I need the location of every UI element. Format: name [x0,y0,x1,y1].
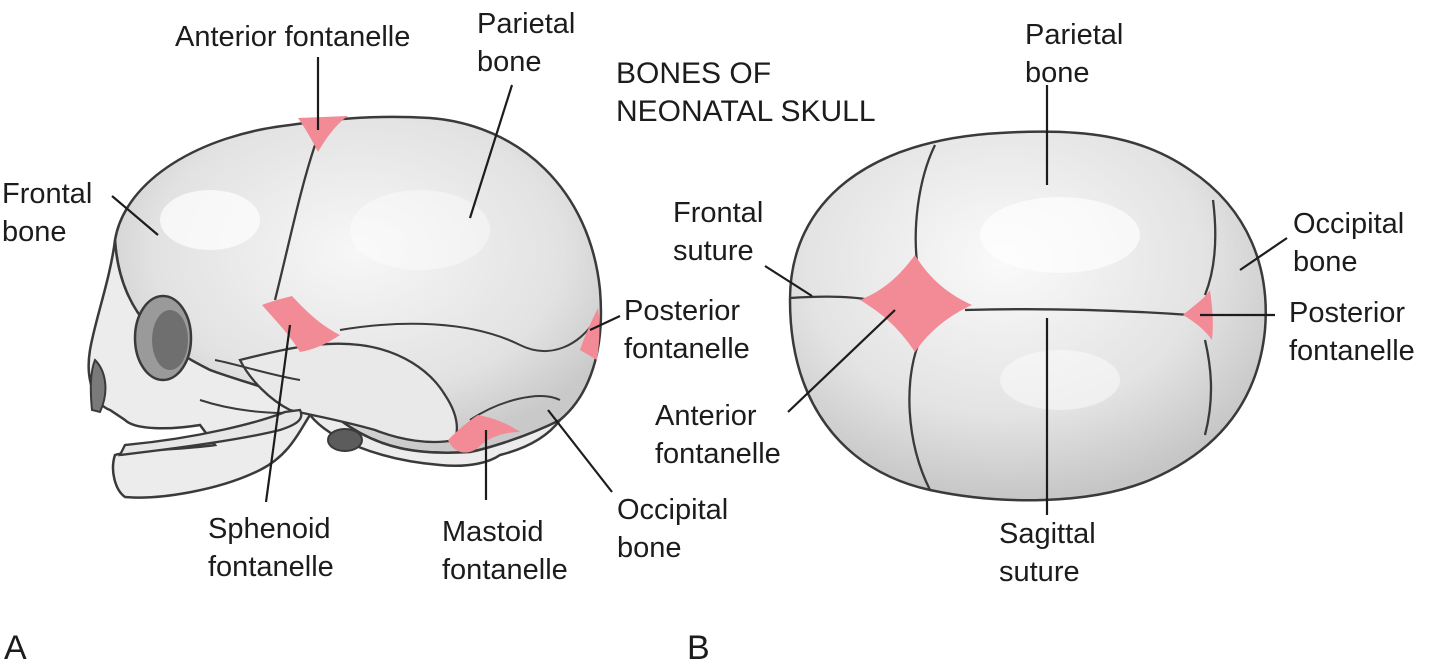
panel-letter-b: B [687,629,710,667]
superior-anterior-fontanelle [860,255,972,352]
ear-canal [327,428,363,452]
label-superior-posterior-fontanelle: Posterior fontanelle [1289,297,1415,367]
superior-skull [788,130,1267,502]
lateral-skull [87,115,603,499]
label-superior-parietal-bone: Parietal bone [1025,19,1124,89]
label-lateral-frontal-bone: Frontal bone [2,178,93,248]
label-lateral-mastoid-fontanelle: Mastoid fontanelle [442,516,568,586]
nasal-cavity [89,358,107,414]
label-lateral-parietal-bone: Parietal bone [477,8,576,78]
title-line-1: BONES OF [616,57,772,90]
lateral-mastoid-fontanelle [448,415,520,453]
label-superior-frontal-suture: Frontal suture [673,197,764,267]
superior-posterior-fontanelle [1183,290,1213,340]
lateral-anterior-fontanelle [298,116,348,152]
mandible [118,408,303,457]
diagram-title: BONES OF NEONATAL SKULL [616,55,876,131]
title-line-2: NEONATAL SKULL [616,95,876,128]
label-lateral-posterior-fontanelle: Posterior fontanelle [624,295,750,365]
label-lateral-sphenoid-fontanelle: Sphenoid fontanelle [208,513,334,583]
label-superior-occipital-bone: Occipital bone [1293,208,1405,278]
label-superior-anterior-fontanelle: Anterior fontanelle [655,400,781,470]
label-lateral-occipital-bone: Occipital bone [617,494,729,564]
label-lateral-anterior-fontanelle: Anterior fontanelle [175,21,411,53]
lateral-sphenoid-fontanelle [262,296,340,352]
leader-lines [111,57,1288,515]
panel-letter-a: A [4,629,27,667]
label-superior-sagittal-suture: Sagittal suture [999,518,1096,588]
lateral-posterior-fontanelle [580,308,600,360]
